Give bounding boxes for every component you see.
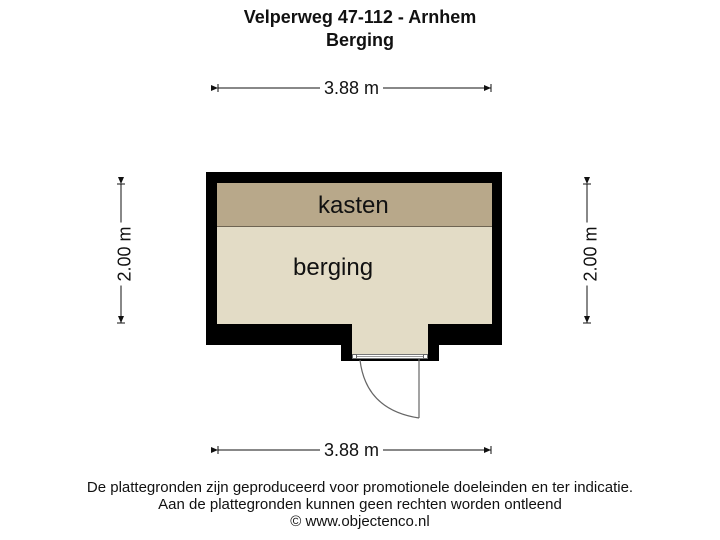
copyright-line: © www.objectenco.nl [290, 513, 430, 530]
door [352, 354, 428, 419]
disclaimer-line-1: De plattegronden zijn geproduceerd voor … [86, 479, 634, 496]
page-subtitle: Berging [325, 30, 394, 50]
dim-bottom-label: 3.88 m [320, 440, 384, 460]
dim-top-label: 3.88 m [320, 78, 384, 98]
disclaimer-line-2: Aan de plattegronden kunnen geen rechten… [158, 496, 562, 513]
dim-left-label: 2.00 m [114, 222, 135, 286]
room-berging [217, 227, 492, 354]
room-label-berging: berging [293, 254, 374, 281]
room-label-kasten: kasten [318, 192, 389, 219]
page-title: Velperweg 47-112 - Arnhem [243, 7, 477, 27]
room-kasten [217, 183, 492, 226]
dim-right-label: 2.00 m [580, 222, 601, 286]
